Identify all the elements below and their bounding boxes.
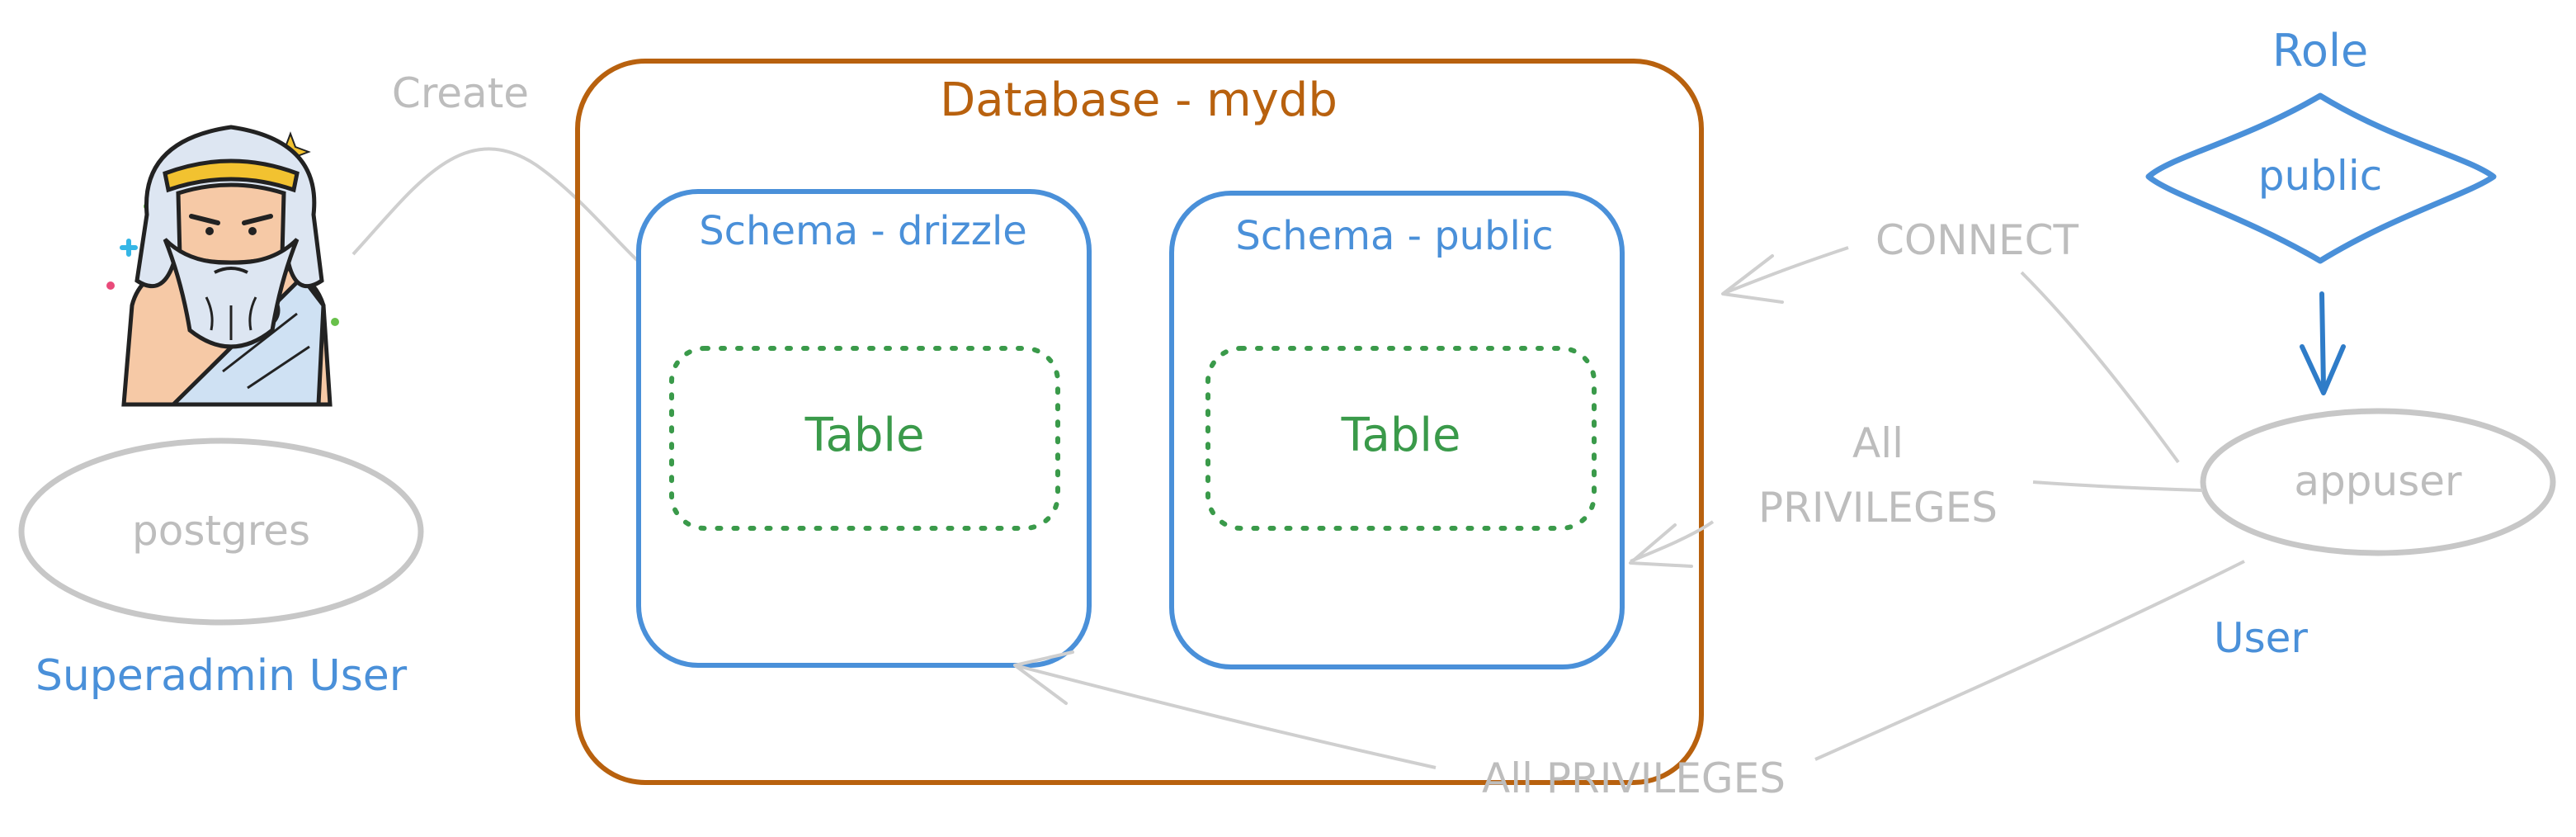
- table-drizzle: [669, 346, 1060, 531]
- role-public-label: public: [2258, 152, 2382, 200]
- user-caption: User: [2214, 614, 2308, 662]
- table-public-label: Table: [1341, 409, 1461, 462]
- zeus-avatar-icon: [106, 125, 339, 407]
- role-title: Role: [2272, 25, 2368, 77]
- all-privileges-bottom-edge: [1013, 560, 2245, 769]
- postgres-node: postgres: [18, 437, 424, 626]
- appuser-label: appuser: [2294, 457, 2462, 505]
- role-to-user-arrow: [2300, 291, 2346, 395]
- postgres-label: postgres: [132, 507, 310, 555]
- all-privileges-bottom-label: All PRIVILEGES: [1482, 754, 1786, 802]
- all-privileges-line1: All: [1852, 419, 1904, 467]
- connect-edge: [1721, 246, 2180, 464]
- schema-public: Schema - public Table: [1169, 191, 1625, 669]
- all-privileges-schema-edge: [1629, 480, 2204, 568]
- create-label: Create: [392, 69, 529, 117]
- create-edge: [351, 147, 641, 264]
- all-privileges-line2: PRIVILEGES: [1758, 484, 1998, 532]
- appuser-node: appuser: [2200, 408, 2556, 556]
- superadmin-caption: Superadmin User: [35, 651, 408, 701]
- database-title: Database - mydb: [940, 73, 1338, 127]
- connect-label: CONNECT: [1875, 216, 2079, 264]
- role-public-node: public: [2145, 92, 2497, 264]
- database-container: Database - mydb: [575, 59, 1704, 785]
- schema-public-title: Schema - public: [1235, 213, 1553, 259]
- schema-drizzle-title: Schema - drizzle: [699, 208, 1027, 254]
- table-public: [1205, 346, 1597, 531]
- table-drizzle-label: Table: [804, 409, 925, 462]
- schema-drizzle: Schema - drizzle Table: [636, 189, 1092, 668]
